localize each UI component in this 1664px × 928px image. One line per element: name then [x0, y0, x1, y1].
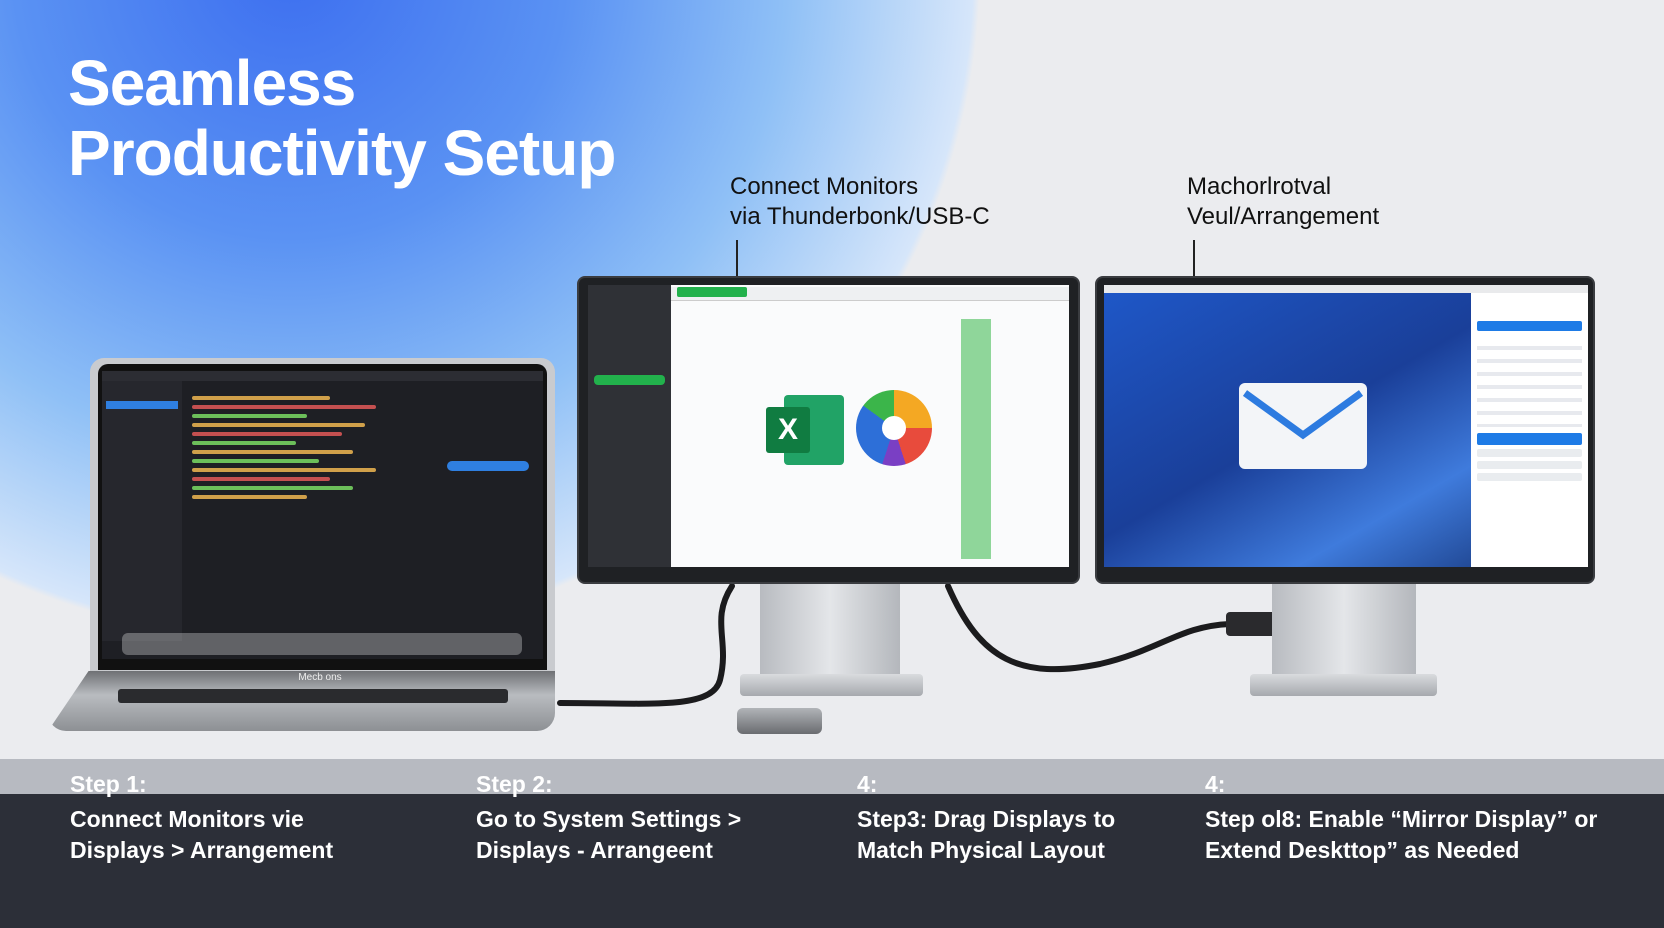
step-1-header: Step 1:: [70, 771, 147, 797]
step-line: Extend Deskttop” as Needed: [1205, 837, 1520, 863]
step-line: Step ol8: Enable “Mirror Display” or: [1205, 806, 1598, 832]
calendar-icon: [1477, 321, 1582, 331]
cable-laptop-monitor: [557, 583, 735, 707]
page-title: Seamless Productivity Setup: [68, 47, 616, 189]
step-4-text: Step ol8: Enable “Mirror Display” or Exte…: [1205, 804, 1597, 866]
callout-pointer: [736, 240, 738, 276]
monitor-stand: [760, 584, 900, 678]
steps-header-band: [0, 759, 1664, 794]
hub-device: [737, 708, 822, 734]
step-3-text: Step3: Drag Displays to Match Physical La…: [857, 804, 1115, 866]
step-2-header: Step 2:: [476, 771, 553, 797]
title-line-1: Seamless: [68, 47, 356, 119]
step-line: Go to System Settings >: [476, 806, 742, 832]
highlighted-column: [961, 319, 991, 559]
steps-band: [0, 794, 1664, 928]
excel-icon: X: [766, 395, 844, 465]
cable-monitor-adapter: [945, 583, 1233, 673]
code-editor-screen: [102, 371, 543, 659]
step-line: Match Physical Layout: [857, 837, 1105, 863]
monitor-base: [740, 674, 923, 696]
monitor-center: X: [577, 276, 1080, 584]
callout-arrangement: Machorlrotval Veul/Arrangement: [1187, 172, 1379, 232]
step-4-header: 4:: [1205, 771, 1226, 797]
monitor-stand: [1272, 584, 1416, 678]
step-3-header: 4:: [857, 771, 878, 797]
envelope-icon: [1239, 383, 1367, 469]
callout-connect: Connect Monitors via Thunderbonk/USB-C: [730, 172, 990, 232]
monitor-right: [1095, 276, 1595, 584]
dock: [122, 633, 522, 655]
step-2-text: Go to System Settings > Displays - Arrang…: [476, 804, 741, 866]
step-line: Displays - Arrangeent: [476, 837, 713, 863]
step-line: Connect Monitors vie: [70, 806, 304, 832]
laptop-brand: Mecb ons: [298, 672, 342, 683]
laptop-lid: [90, 358, 555, 672]
keyboard: [118, 689, 508, 703]
title-line-2: Productivity Setup: [68, 117, 616, 189]
callout-line: Machorlrotval: [1187, 173, 1332, 200]
pie-chart-icon: [856, 390, 932, 466]
callout-line: Veul/Arrangement: [1187, 203, 1380, 230]
step-line: Step3: Drag Displays to: [857, 806, 1116, 832]
callout-pointer: [1193, 240, 1195, 276]
laptop-base: [48, 671, 555, 731]
callout-line: Connect Monitors: [730, 173, 919, 200]
app-sidebar: [588, 285, 671, 567]
monitor-base: [1250, 674, 1437, 696]
spreadsheet-screen: X: [588, 285, 1069, 567]
desktop-screen: [1104, 285, 1588, 567]
callout-line: via Thunderbonk/USB-C: [730, 203, 990, 230]
step-line: Displays > Arrangement: [70, 837, 334, 863]
calendar-panel: [1471, 293, 1588, 567]
